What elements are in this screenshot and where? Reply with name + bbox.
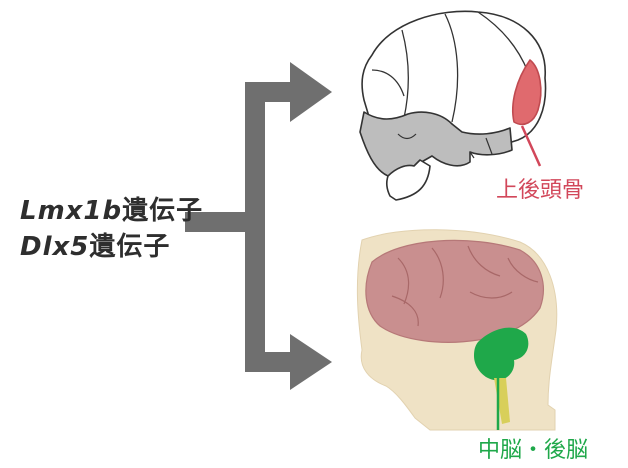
arrow-vertical-bar	[245, 82, 265, 372]
head-illustration	[356, 229, 558, 431]
arrow-upper-shaft	[245, 82, 295, 102]
arrow-lower-head	[290, 334, 332, 390]
skull-jaw	[385, 159, 431, 201]
midbrain-hindbrain-region	[474, 327, 529, 381]
arrow-stem	[185, 212, 255, 232]
arrow-upper-head	[290, 62, 332, 122]
midbrain-hindbrain-label: 中脳・後脳	[478, 438, 589, 463]
gene-label-lmx1b: Lmx1b遺伝子	[20, 190, 203, 227]
branch-arrow	[185, 62, 332, 390]
cerebrum-gyri	[391, 245, 539, 327]
supraoccipital-highlight	[511, 59, 542, 126]
gene-name: Dlx5	[20, 232, 90, 262]
bone-pointer-line	[520, 125, 542, 167]
skull-detail-lines	[397, 133, 493, 159]
gene-suffix: 遺伝子	[122, 196, 204, 226]
gene-name: Lmx1b	[20, 196, 123, 226]
skull-illustration	[359, 10, 547, 201]
gene-suffix: 遺伝子	[89, 232, 171, 262]
skull-sutures	[371, 11, 529, 123]
cerebrum	[365, 239, 544, 343]
gene-label-dlx5: Dlx5遺伝子	[20, 226, 170, 263]
supraoccipital-label: 上後頭骨	[496, 178, 585, 203]
arrow-lower-shaft	[245, 352, 295, 372]
